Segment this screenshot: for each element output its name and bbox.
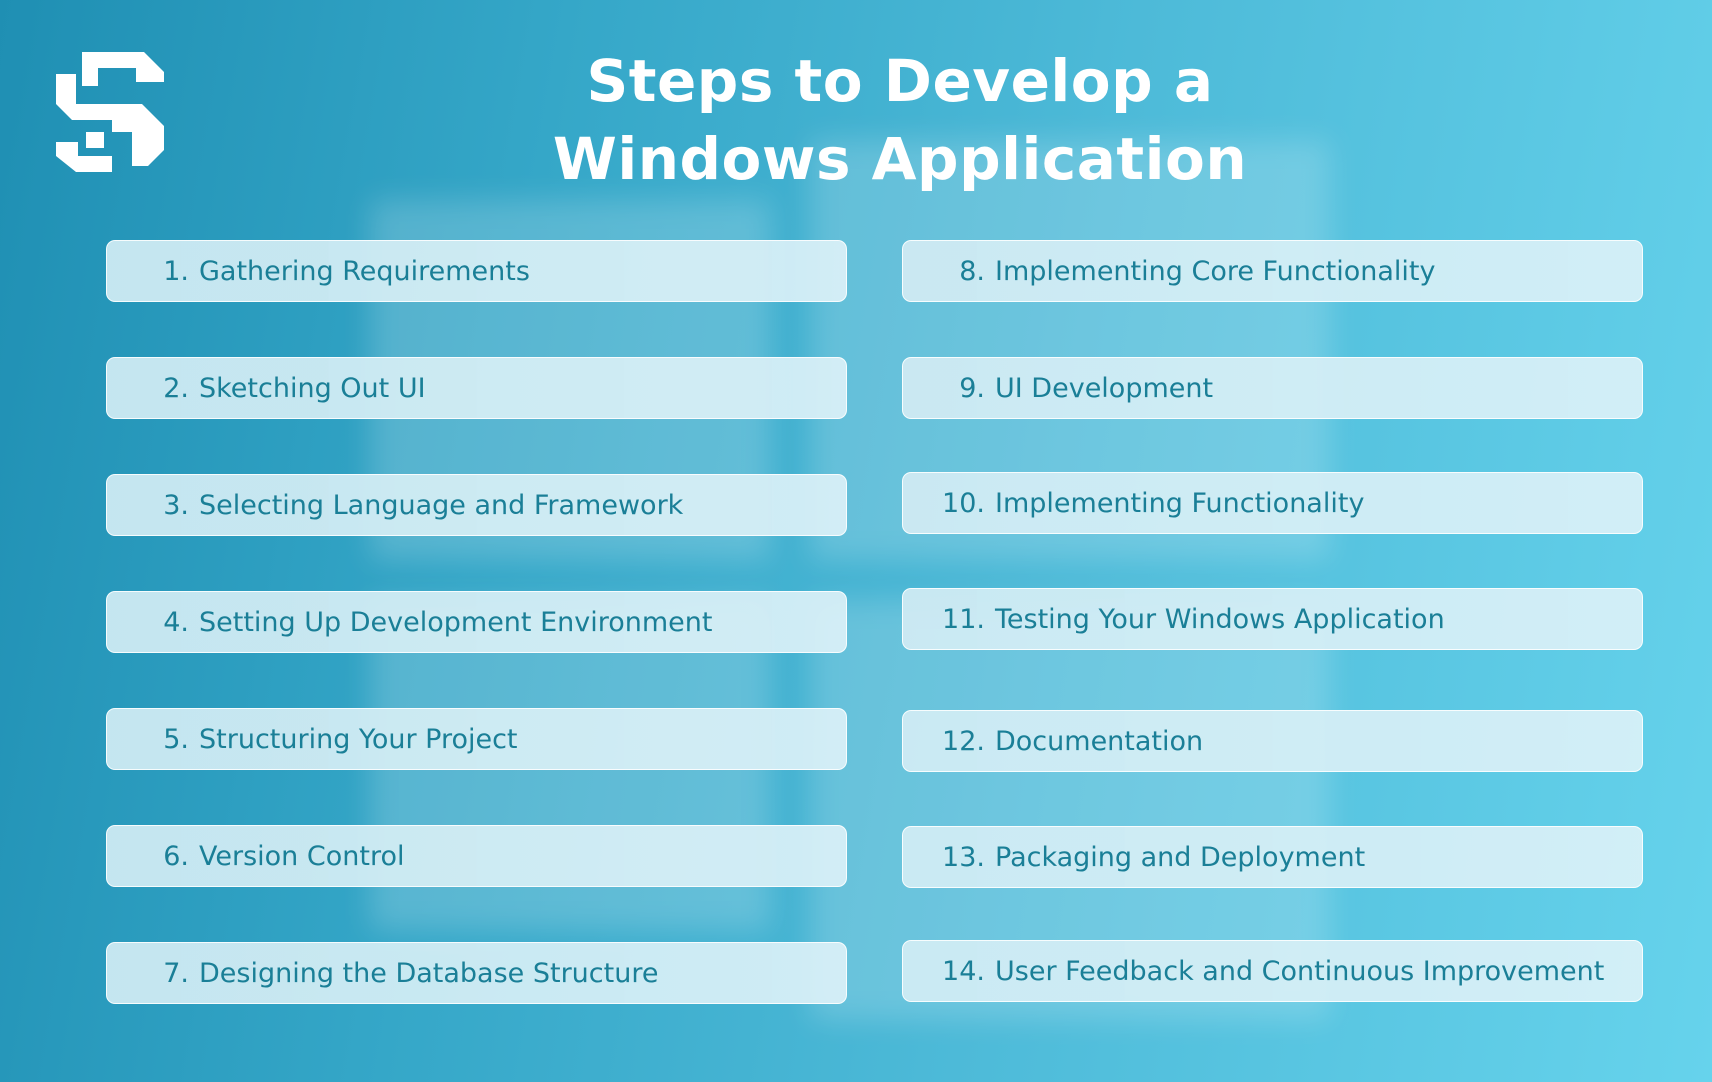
title-line-1: Steps to Develop a: [586, 47, 1214, 115]
step-number: 13.: [942, 841, 985, 873]
step-label: Testing Your Windows Application: [995, 603, 1445, 635]
step-label: Implementing Functionality: [995, 487, 1365, 519]
step-label: Documentation: [995, 725, 1204, 757]
step-number: 14.: [942, 955, 985, 987]
step-number: 9.: [959, 372, 985, 404]
s-logo-icon: [52, 46, 172, 178]
step-item-2[interactable]: 2. Sketching Out UI: [106, 357, 847, 419]
step-number: 8.: [959, 255, 985, 287]
step-item-9[interactable]: 9. UI Development: [902, 357, 1643, 419]
step-number: 1.: [163, 255, 189, 287]
step-item-4[interactable]: 4. Setting Up Development Environment: [106, 591, 847, 653]
step-item-11[interactable]: 11. Testing Your Windows Application: [902, 588, 1643, 650]
step-label: Selecting Language and Framework: [199, 489, 684, 521]
step-label: Designing the Database Structure: [199, 957, 659, 989]
step-item-13[interactable]: 13. Packaging and Deployment: [902, 826, 1643, 888]
step-number: 5.: [163, 723, 189, 755]
step-item-7[interactable]: 7. Designing the Database Structure: [106, 942, 847, 1004]
step-item-14[interactable]: 14. User Feedback and Continuous Improve…: [902, 940, 1643, 1002]
step-item-6[interactable]: 6. Version Control: [106, 825, 847, 887]
step-number: 6.: [163, 840, 189, 872]
step-label: Version Control: [199, 840, 405, 872]
step-item-10[interactable]: 10. Implementing Functionality: [902, 472, 1643, 534]
step-label: Packaging and Deployment: [995, 841, 1366, 873]
step-item-3[interactable]: 3. Selecting Language and Framework: [106, 474, 847, 536]
step-label: Implementing Core Functionality: [995, 255, 1436, 287]
step-number: 10.: [942, 487, 985, 519]
step-number: 7.: [163, 957, 189, 989]
step-number: 4.: [163, 606, 189, 638]
step-label: Structuring Your Project: [199, 723, 518, 755]
step-label: Setting Up Development Environment: [199, 606, 713, 638]
step-item-5[interactable]: 5. Structuring Your Project: [106, 708, 847, 770]
step-label: User Feedback and Continuous Improvement: [995, 955, 1605, 987]
step-number: 11.: [942, 603, 985, 635]
step-label: UI Development: [995, 372, 1214, 404]
step-label: Gathering Requirements: [199, 255, 530, 287]
step-item-8[interactable]: 8. Implementing Core Functionality: [902, 240, 1643, 302]
page-title: Steps to Develop a Windows Application: [500, 42, 1300, 198]
step-label: Sketching Out UI: [199, 372, 426, 404]
step-item-1[interactable]: 1. Gathering Requirements: [106, 240, 847, 302]
title-line-2: Windows Application: [552, 125, 1248, 193]
step-number: 12.: [942, 725, 985, 757]
step-item-12[interactable]: 12. Documentation: [902, 710, 1643, 772]
step-number: 3.: [163, 489, 189, 521]
step-number: 2.: [163, 372, 189, 404]
